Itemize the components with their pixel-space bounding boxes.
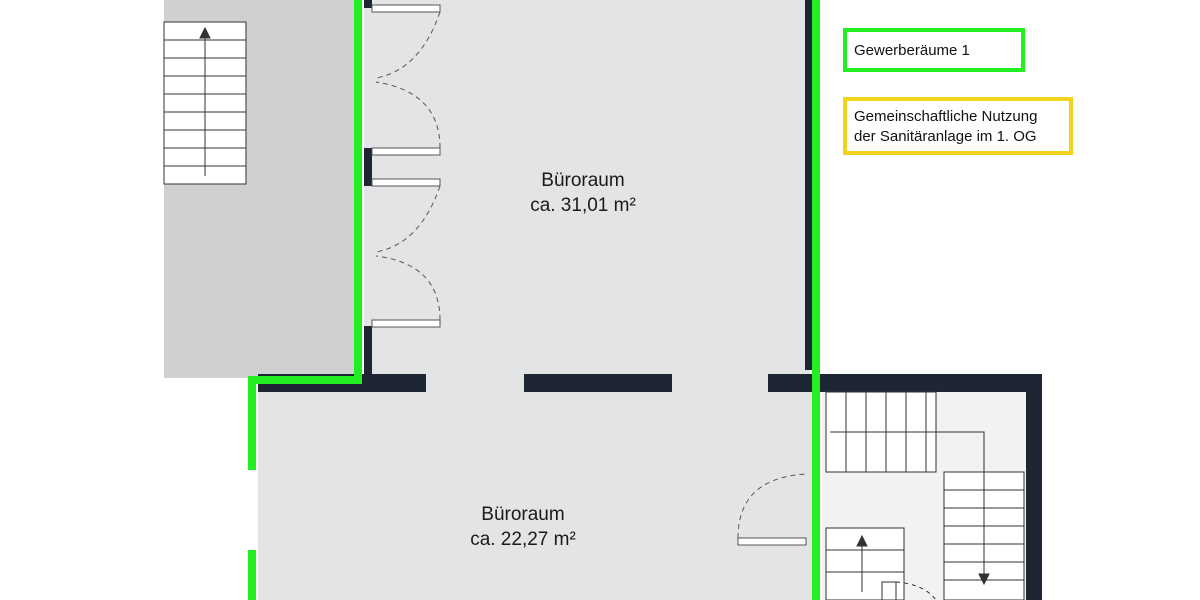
room-label-lower-office: Büroraum ca. 22,27 m² <box>433 502 613 552</box>
upper-staircase <box>163 21 247 185</box>
window-opening <box>248 470 257 550</box>
room-name: Büroraum <box>541 170 625 191</box>
legend-shared-line-2: der Sanitäranlage im 1. OG <box>854 128 1037 145</box>
room-name: Büroraum <box>481 504 565 525</box>
room-area: ca. 31,01 m² <box>530 195 636 216</box>
lower-office-floor <box>258 378 814 600</box>
legend-commercial: Gewerberäume 1 <box>843 28 1025 72</box>
room-label-upper-office: Büroraum ca. 31,01 m² <box>493 168 673 218</box>
folding-doors <box>371 4 441 328</box>
room-area: ca. 22,27 m² <box>470 529 576 550</box>
office-door <box>737 473 807 546</box>
legend-commercial-label: Gewerberäume 1 <box>854 42 970 59</box>
main-staircase <box>825 391 1025 600</box>
legend-shared-line-1: Gemeinschaftliche Nutzung <box>854 108 1038 125</box>
legend-shared-sanitary: Gemeinschaftliche Nutzung der Sanitäranl… <box>843 97 1073 155</box>
